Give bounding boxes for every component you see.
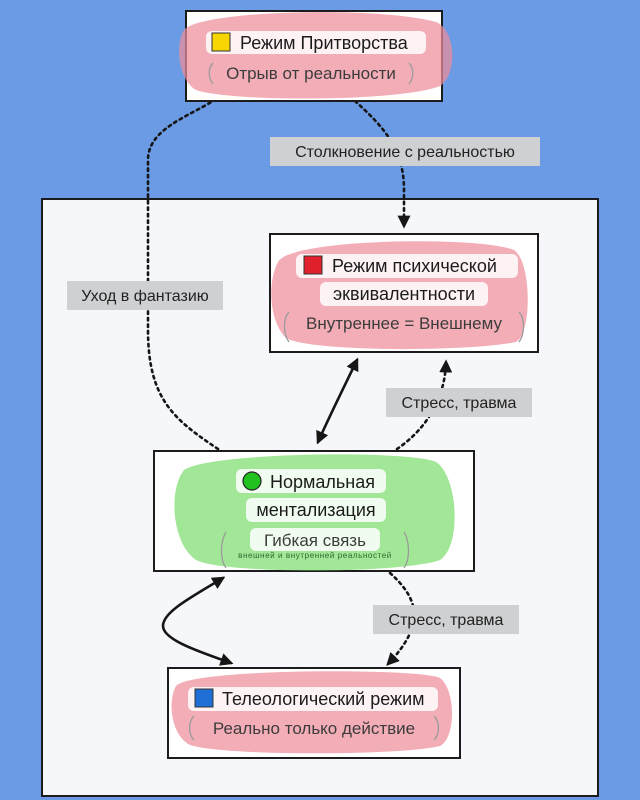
- edge-label-stress-upper: Стресс, травма: [386, 388, 532, 417]
- normal-title-line1: Нормальная: [270, 472, 375, 492]
- normal-paren-right: [403, 531, 410, 569]
- psychic-subtitle: Внутреннее = Внешнему: [306, 314, 503, 333]
- psychic-title-line2: эквивалентности: [333, 284, 475, 304]
- pretend-paren-left: [208, 62, 214, 85]
- teleo-marker-icon: [194, 688, 214, 708]
- edge-label-fantasy-text: Уход в фантазию: [81, 288, 209, 305]
- pretend-title: Режим Притворства: [240, 33, 409, 53]
- edge-label-stress-lower: Стресс, травма: [373, 605, 519, 634]
- edge-label-stress-upper-text: Стресс, травма: [402, 395, 517, 412]
- psychic-title-line1: Режим психической: [332, 256, 497, 276]
- edge-psychic-normal: [316, 357, 359, 445]
- teleo-highlight: [171, 671, 453, 754]
- edge-label-fantasy: Уход в фантазию: [67, 281, 223, 310]
- edge-label-stress-lower-text: Стресс, травма: [389, 612, 504, 629]
- edge-label-collision-text: Столкновение с реальностью: [295, 144, 515, 161]
- normal-marker-icon: [242, 471, 262, 491]
- pretend-paren-right: [408, 62, 414, 85]
- edge-label-collision: Столкновение с реальностью: [270, 137, 540, 166]
- normal-title-line2: ментализация: [256, 500, 375, 520]
- normal-paren-left: [220, 531, 227, 569]
- teleo-paren-left: [188, 715, 195, 741]
- node-normal-mentalization[interactable]: Нормальная ментализация Гибкая связь вне…: [153, 450, 475, 572]
- psychic-paren-right: [518, 311, 525, 343]
- edge-normal-to-pretend: [146, 99, 220, 451]
- psychic-paren-left: [283, 311, 290, 343]
- normal-caption: внешней и внутренней реальностей: [238, 551, 392, 560]
- node-teleological-mode[interactable]: Телеологический режим Реально только дей…: [167, 667, 461, 759]
- node-psychic-equivalence[interactable]: Режим психической эквивалентности Внутре…: [269, 233, 539, 353]
- pretend-marker-icon: [211, 32, 231, 52]
- teleo-title: Телеологический режим: [222, 689, 425, 709]
- edge-normal-to-psychic-stress: [395, 359, 453, 451]
- edge-normal-teleo: [161, 576, 234, 666]
- teleo-paren-right: [433, 715, 440, 741]
- psychic-marker-icon: [303, 255, 323, 275]
- pretend-subtitle: Отрыв от реальности: [226, 64, 396, 83]
- teleo-subtitle: Реально только действие: [213, 719, 415, 738]
- pretend-highlight: [179, 12, 453, 99]
- node-pretend-mode[interactable]: Режим Притворства Отрыв от реальности: [179, 10, 453, 102]
- normal-subtitle: Гибкая связь: [264, 531, 366, 550]
